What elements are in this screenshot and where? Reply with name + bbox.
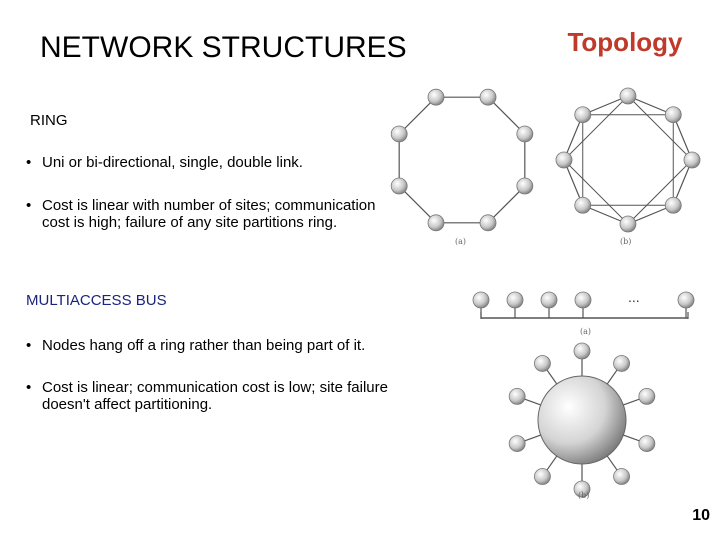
ring-node	[479, 88, 497, 106]
ellipsis: ...	[628, 289, 640, 305]
ring-link	[487, 185, 526, 224]
page-number: 10	[692, 507, 710, 524]
bus-bullet: • Nodes hang off a ring rather than being…	[26, 337, 422, 354]
bus-heading: MULTIACCESS BUS	[26, 292, 167, 309]
ring-node	[619, 87, 637, 105]
bullet-dot: •	[26, 197, 32, 214]
ring-bus-figure	[508, 342, 656, 498]
ring-node	[427, 214, 445, 232]
ring-node	[619, 215, 637, 233]
bullet-dot: •	[26, 379, 32, 396]
ring-node	[479, 214, 497, 232]
hub-node	[534, 468, 551, 485]
bus-node	[472, 291, 490, 309]
ring-node	[516, 125, 534, 143]
ring-bullet-text: Uni or bi-directional, single, double li…	[42, 154, 303, 171]
ring-node	[390, 177, 408, 195]
figure-caption-a: (a)	[455, 237, 466, 246]
hub-node	[508, 388, 526, 405]
ring-link	[398, 96, 437, 135]
linear-bus-figure	[472, 291, 695, 319]
hub-node	[613, 355, 630, 372]
figure-caption-b: (b)	[620, 237, 631, 246]
ring-node	[574, 106, 592, 124]
hub-node	[638, 388, 656, 405]
bus-node	[506, 291, 524, 309]
single-ring-figure	[390, 88, 534, 232]
bus-hub	[537, 375, 627, 465]
ring-node	[390, 125, 408, 143]
bus-node	[574, 291, 592, 309]
ring-node	[664, 106, 682, 124]
double-ring-figure	[555, 87, 701, 233]
bus-bullet: • Cost is linear; communication cost is l…	[26, 379, 402, 413]
ring-bullet-text: Cost is linear with number of sites; com…	[42, 197, 376, 231]
hub-node	[573, 342, 591, 360]
hub-node	[613, 468, 630, 485]
bus-node	[677, 291, 695, 309]
hub-node	[534, 355, 551, 372]
ring-link	[398, 185, 437, 224]
bus-bullet-text: Nodes hang off a ring rather than being …	[42, 337, 366, 354]
ring-heading: RING	[30, 112, 68, 129]
ring-bullet: • Cost is linear with number of sites; co…	[26, 197, 402, 231]
figure-caption-bus-b: (b)	[578, 491, 589, 500]
skip-link	[627, 159, 693, 225]
ring-link	[487, 96, 526, 135]
hub-node	[508, 435, 526, 452]
ring-node	[574, 196, 592, 214]
skip-link	[627, 95, 693, 161]
bus-bullet-text: Cost is linear; communication cost is lo…	[42, 379, 388, 413]
ring-node	[683, 151, 701, 169]
skip-link	[563, 159, 629, 225]
slide-title: NETWORK STRUCTURES	[40, 31, 407, 64]
ring-node	[555, 151, 573, 169]
bullet-dot: •	[26, 337, 32, 354]
topology-label: Topology	[567, 27, 683, 57]
hub-node	[638, 435, 656, 452]
ring-bullet: • Uni or bi-directional, single, double l…	[26, 154, 402, 171]
hub-node	[573, 480, 591, 498]
ring-node	[427, 88, 445, 106]
figure-caption-bus-a: (a)	[580, 327, 591, 336]
ring-node	[664, 196, 682, 214]
skip-link	[563, 95, 629, 161]
bullet-dot: •	[26, 154, 32, 171]
ring-node	[516, 177, 534, 195]
bus-node	[540, 291, 558, 309]
